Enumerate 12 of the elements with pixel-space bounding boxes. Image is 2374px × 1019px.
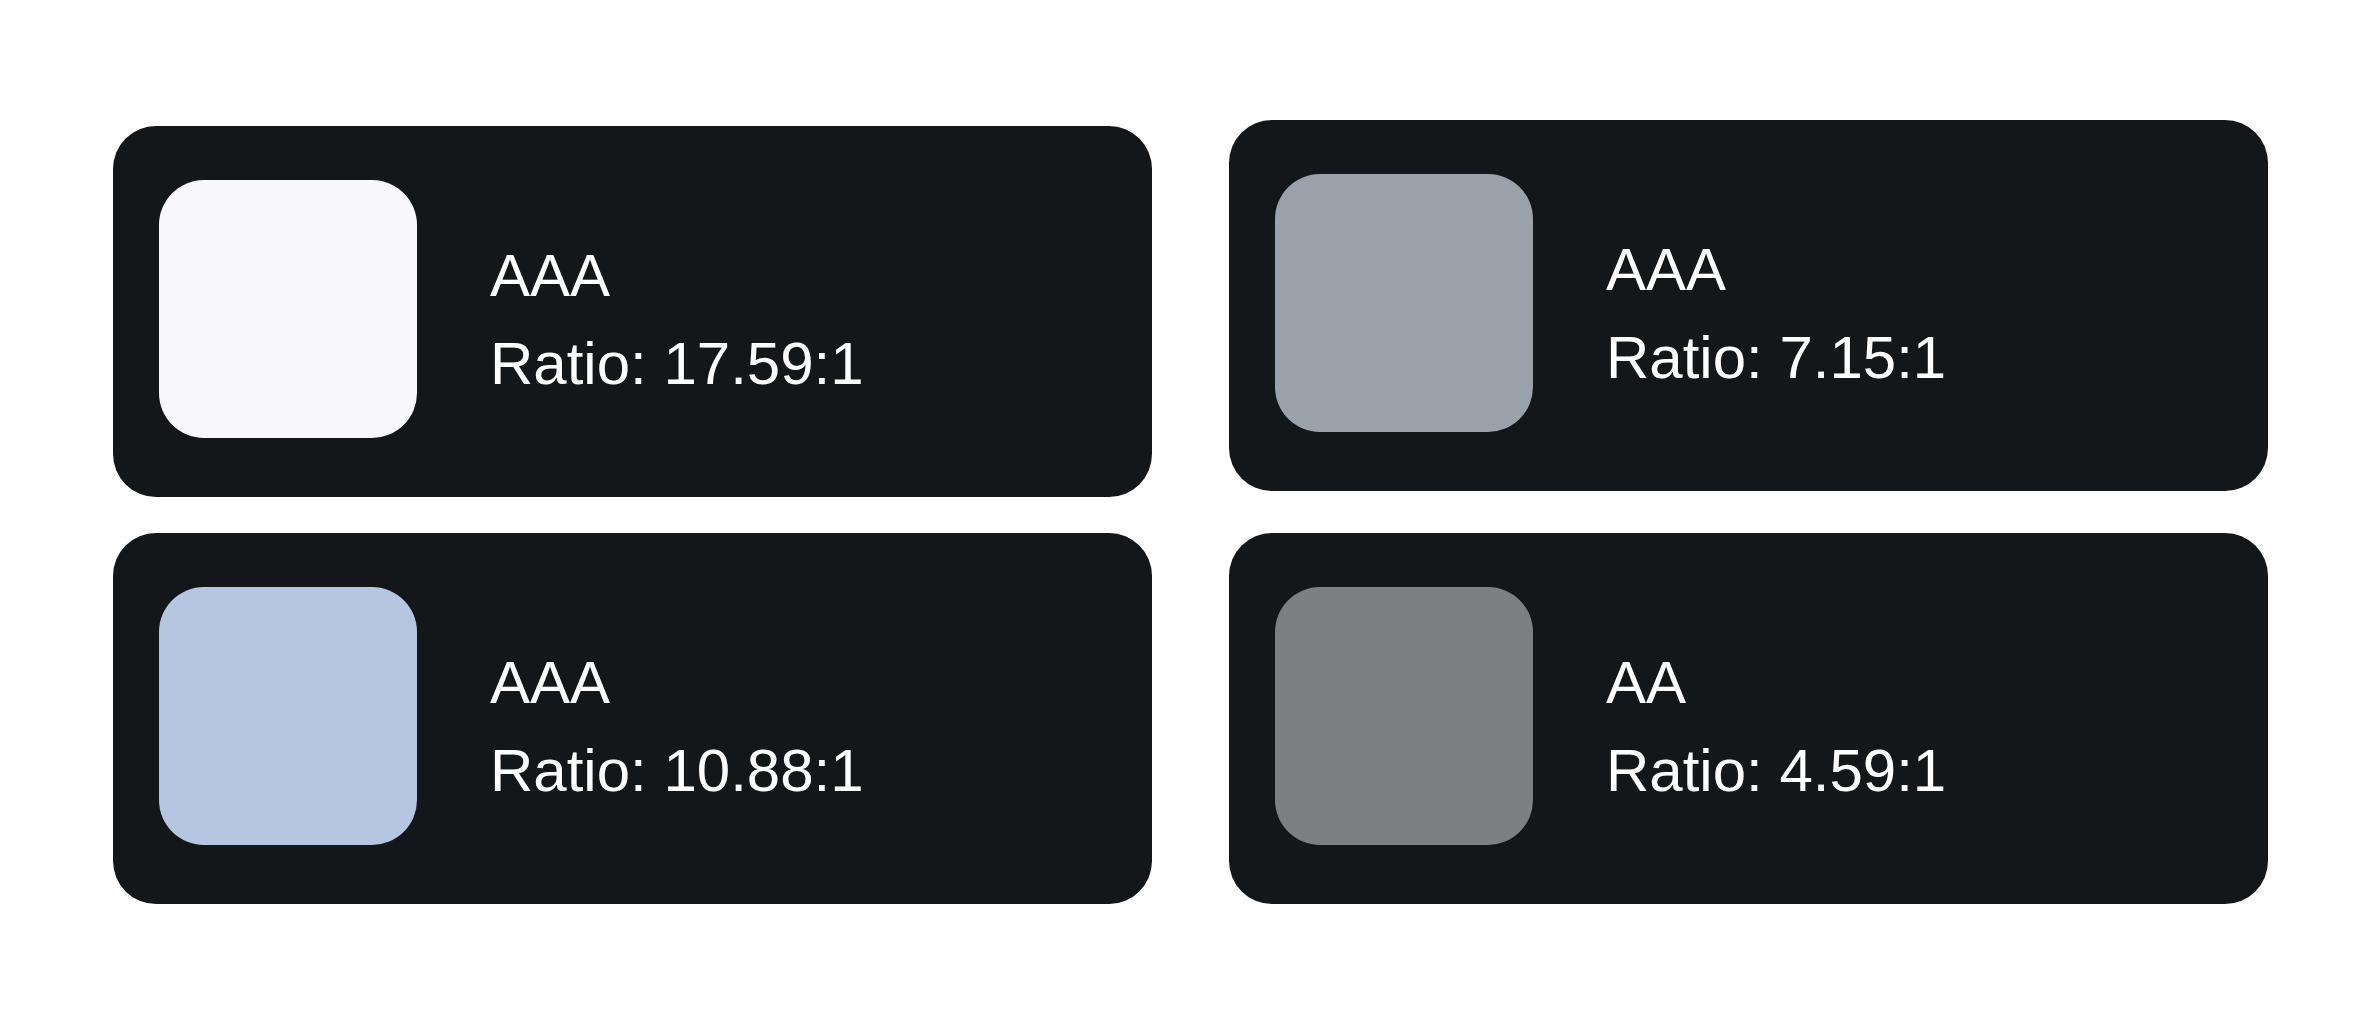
- contrast-card: [1229, 533, 2268, 904]
- contrast-card: [113, 533, 1152, 904]
- ratio-text: Ratio: 4.59:1: [1606, 736, 1947, 806]
- contrast-card: [113, 126, 1152, 497]
- ratio-text: Ratio: 7.15:1: [1606, 323, 1947, 393]
- ratio-text: Ratio: 10.88:1: [490, 736, 864, 806]
- ratio-text: Ratio: 17.59:1: [490, 329, 864, 399]
- rating-label: AAA: [490, 648, 611, 718]
- rating-label: AAA: [490, 241, 611, 311]
- contrast-card: [1229, 120, 2268, 491]
- rating-label: AA: [1606, 648, 1687, 718]
- rating-label: AAA: [1606, 235, 1727, 305]
